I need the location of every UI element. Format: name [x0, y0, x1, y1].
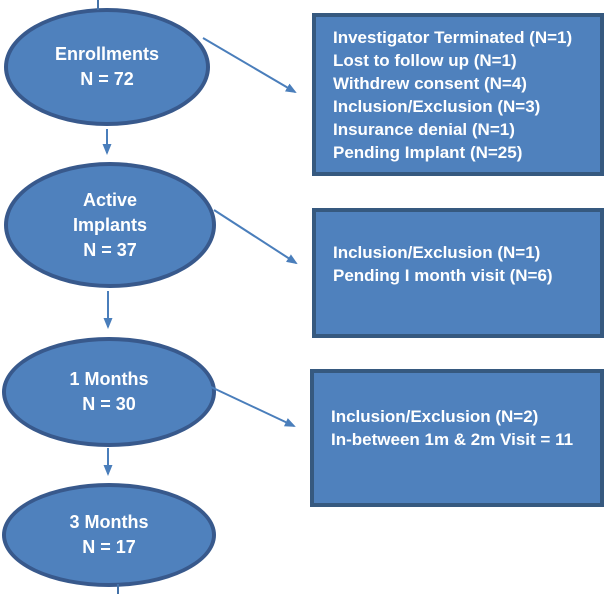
node-label-line: Active: [82, 189, 138, 210]
arrow-enrollments-to-exclusions: [202, 37, 297, 94]
enrollments-node: Enrollments N = 72: [4, 8, 210, 126]
node-label-line: Implants: [72, 214, 147, 235]
node-label-line: Enrollments: [54, 44, 160, 64]
node-count-line: N = 37: [83, 239, 137, 260]
exclusion-line: Withdrew consent (N=4): [333, 73, 527, 93]
arrow-one-month-to-exclusions: [210, 386, 296, 427]
exclusion-line: Lost to follow up (N=1): [333, 50, 517, 70]
node-count-line: N = 72: [80, 69, 134, 89]
node-count-line: N = 17: [82, 537, 136, 557]
exclusion-line: Inclusion/Exclusion (N=1): [333, 243, 541, 262]
exclusion-line: In-between 1m & 2m Visit = 11: [331, 430, 574, 449]
node-label-line: 3 Months: [69, 512, 149, 532]
exclusion-line: Pending I month visit (N=6): [333, 266, 553, 285]
active-implant-exclusions-box: Inclusion/Exclusion (N=1) Pending I mont…: [312, 208, 604, 338]
three-months-node: 3 Months N = 17: [2, 483, 216, 587]
active-implants-node: Active Implants N = 37: [4, 162, 216, 288]
exclusion-line: Pending Implant (N=25): [333, 142, 523, 162]
one-month-node: 1 Months N = 30: [2, 337, 216, 447]
one-month-exclusions-box: Inclusion/Exclusion (N=2) In-between 1m …: [310, 369, 604, 507]
exclusion-line: Inclusion/Exclusion (N=2): [331, 407, 539, 426]
node-count-line: N = 30: [82, 394, 136, 414]
arrow-active-to-exclusions: [213, 209, 298, 265]
exclusion-line: Investigator Terminated (N=1): [333, 27, 573, 47]
enrollment-exclusions-box: Investigator Terminated (N=1) Lost to fo…: [312, 13, 604, 176]
node-label-line: 1 Months: [69, 369, 149, 389]
exclusion-line: Insurance denial (N=1): [333, 119, 515, 139]
exclusion-line: Inclusion/Exclusion (N=3): [333, 96, 541, 116]
